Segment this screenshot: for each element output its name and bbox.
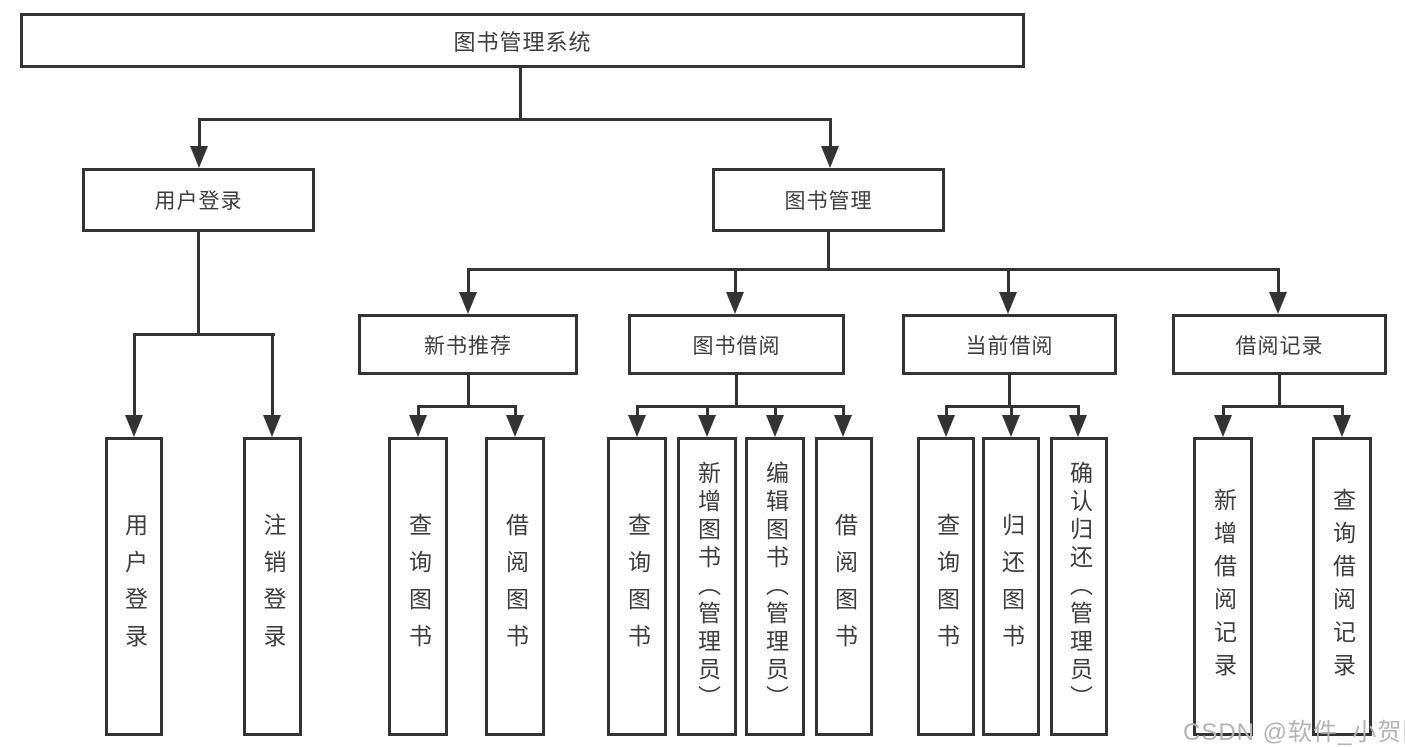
leaf-return-books: 归还图书: [982, 437, 1040, 736]
node-library-system-label: 图书管理系统: [453, 29, 592, 55]
connector-drop-borrow-records: [1277, 268, 1280, 294]
connector-drop-c2: [706, 405, 709, 417]
leaf-rec-query-books: 查询图书: [388, 437, 448, 736]
node-book-mgmt: 图书管理: [712, 168, 945, 232]
node-book-borrow-label: 图书借阅: [692, 334, 781, 358]
arrow-to-borrow-records: [1269, 292, 1287, 314]
arrow-to-leaf-login: [125, 415, 143, 437]
leaf-add-books-admin: 新增图书（管理员）: [677, 437, 737, 736]
leaf-cur-query-books: 查询图书: [917, 437, 975, 736]
connector-drop-c4: [842, 405, 845, 417]
connector-user-login-stem: [197, 232, 200, 335]
leaf-edit-books-admin-label: 编辑图书（管理员）: [762, 460, 789, 713]
node-current-borrow-label: 当前借阅: [965, 334, 1054, 358]
arrow-to-b1: [409, 415, 427, 437]
leaf-cur-query-books-label: 查询图书: [933, 512, 960, 661]
connector-drop-e1: [1222, 405, 1225, 417]
connector-user-login-rail: [133, 333, 275, 336]
connector-current-borrow-stem: [1008, 375, 1011, 407]
node-user-login-label: 用户登录: [154, 190, 243, 213]
leaf-query-borrow-record: 查询借阅记录: [1312, 437, 1372, 736]
arrow-to-d1: [937, 415, 955, 437]
leaf-borrow-books: 借阅图书: [815, 437, 873, 736]
leaf-query-borrow-record-label: 查询借阅记录: [1329, 487, 1356, 686]
node-borrow-records: 借阅记录: [1172, 314, 1387, 375]
connector-drop-leaf-logout: [271, 333, 274, 417]
connector-drop-book-borrow: [734, 268, 737, 294]
connector-borrow-records-rail: [1222, 405, 1344, 408]
leaf-borrow-query-books: 查询图书: [607, 437, 667, 736]
leaf-logout-label: 注销登录: [260, 512, 286, 661]
node-current-borrow: 当前借阅: [902, 314, 1117, 375]
leaf-confirm-return-admin-label: 确认归还（管理员）: [1066, 460, 1093, 713]
leaf-user-login: 用户登录: [105, 437, 163, 736]
connector-drop-e2: [1341, 405, 1344, 417]
node-new-book-rec: 新书推荐: [358, 314, 578, 375]
leaf-logout: 注销登录: [243, 437, 302, 736]
arrow-to-e1: [1214, 415, 1232, 437]
watermark: CSDN @软件_小贺同学: [1183, 719, 1405, 746]
arrow-to-d2: [1002, 415, 1020, 437]
connector-drop-b2: [514, 405, 517, 417]
leaf-return-books-label: 归还图书: [998, 512, 1025, 661]
connector-drop-c3: [774, 405, 777, 417]
node-borrow-records-label: 借阅记录: [1235, 334, 1324, 358]
connector-drop-leaf-login: [133, 333, 136, 417]
connector-new-book-rec-stem: [467, 375, 470, 407]
leaf-add-borrow-record-label: 新增借阅记录: [1210, 487, 1237, 686]
leaf-rec-borrow-books-label: 借阅图书: [502, 512, 529, 661]
node-new-book-rec-label: 新书推荐: [424, 334, 512, 358]
arrow-to-book-borrow: [726, 292, 744, 314]
connector-book-mgmt-stem: [827, 232, 830, 270]
connector-drop-current-borrow: [1007, 268, 1010, 294]
arrow-to-leaf-logout: [263, 415, 281, 437]
connector-drop-new-book-rec: [467, 268, 470, 294]
connector-drop-user-login: [198, 118, 201, 148]
connector-book-borrow-rail: [636, 405, 845, 408]
connector-drop-d1: [945, 405, 948, 417]
arrow-to-new-book-rec: [459, 292, 477, 314]
connector-new-book-rec-rail: [417, 405, 517, 408]
leaf-user-login-label: 用户登录: [121, 512, 148, 661]
connector-borrow-records-stem: [1278, 375, 1281, 407]
arrow-to-user-login: [190, 146, 208, 168]
leaf-borrow-query-books-label: 查询图书: [624, 512, 651, 661]
leaf-add-borrow-record: 新增借阅记录: [1193, 437, 1253, 736]
leaf-confirm-return-admin: 确认归还（管理员）: [1050, 437, 1108, 736]
connector-book-borrow-stem: [735, 375, 738, 407]
connector-book-mgmt-rail: [467, 268, 1280, 271]
arrow-to-c1: [628, 415, 646, 437]
leaf-edit-books-admin: 编辑图书（管理员）: [745, 437, 805, 736]
connector-drop-d2: [1010, 405, 1013, 417]
connector-root-stem: [519, 68, 522, 120]
node-user-login: 用户登录: [82, 168, 315, 232]
node-book-borrow: 图书借阅: [628, 314, 845, 375]
leaf-borrow-books-label: 借阅图书: [831, 512, 858, 661]
arrow-to-c2: [698, 415, 716, 437]
connector-drop-d3: [1077, 405, 1080, 417]
arrow-to-c3: [766, 415, 784, 437]
arrow-to-current-borrow: [999, 292, 1017, 314]
leaf-rec-query-books-label: 查询图书: [405, 512, 432, 661]
arrow-to-c4: [834, 415, 852, 437]
leaf-rec-borrow-books: 借阅图书: [485, 437, 545, 736]
connector-drop-book-mgmt: [829, 118, 832, 148]
connector-drop-c1: [636, 405, 639, 417]
arrow-to-d3: [1069, 415, 1087, 437]
node-library-system: 图书管理系统: [20, 13, 1025, 68]
node-book-mgmt-label: 图书管理: [784, 190, 873, 213]
connector-root-rail: [198, 118, 832, 121]
arrow-to-b2: [506, 415, 524, 437]
arrow-to-book-mgmt: [821, 146, 839, 168]
leaf-add-books-admin-label: 新增图书（管理员）: [694, 460, 721, 713]
connector-drop-b1: [417, 405, 420, 417]
arrow-to-e2: [1333, 415, 1351, 437]
